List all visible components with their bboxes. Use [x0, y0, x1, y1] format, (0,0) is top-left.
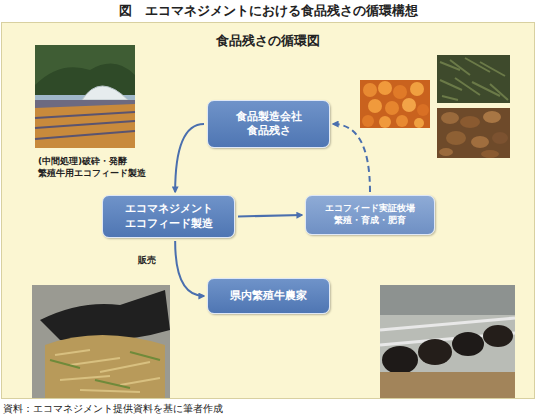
sales-note: 販売	[138, 254, 156, 266]
flow-arrow	[175, 241, 204, 296]
feed-in-hand-photo	[32, 285, 170, 398]
source-caption: 資料：エコマネジメント提供資料を基に筆者作成	[3, 402, 223, 416]
flow-arrow	[238, 215, 302, 217]
process-box: 県内繁殖牛農家	[207, 278, 330, 314]
box-text: 食品製造会社 食品残さ	[230, 110, 307, 139]
apricot-photo	[360, 80, 430, 128]
cows-photo	[380, 285, 515, 398]
diagram-heading: 食品残さの循環図	[0, 32, 536, 49]
greenhouse-photo	[35, 45, 135, 148]
process-box: 食品製造会社 食品残さ	[207, 100, 330, 148]
box-text: エコマネジメント エコフィード製造	[119, 202, 218, 231]
figure-title: 図 エコマネジメントにおける食品残さの循環構想	[0, 2, 536, 19]
box-text: エコフィード実証牧場 繁殖・育成・肥育	[321, 203, 420, 226]
box-text: 県内繁殖牛農家	[230, 289, 307, 303]
process-box: エコフィード実証牧場 繁殖・育成・肥育	[305, 195, 435, 235]
process-box: エコマネジメント エコフィード製造	[102, 195, 235, 238]
flow-arrow	[175, 124, 204, 192]
process-note: (中間処理)破砕・発酵 繁殖牛用エコフィード製造	[38, 155, 155, 179]
flow-arrow	[333, 124, 370, 192]
tea-leaves-photo	[437, 55, 510, 103]
brown-residue-photo	[437, 108, 510, 158]
